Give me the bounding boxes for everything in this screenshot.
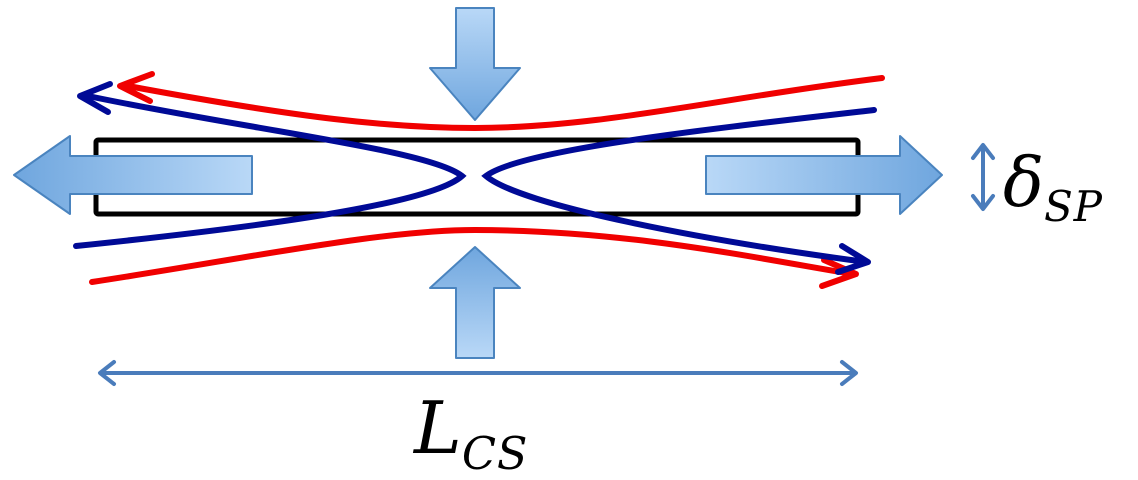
length-subscript: CS (461, 427, 529, 480)
thickness-symbol: δ (1003, 144, 1044, 223)
length-dimension-arrow (98, 360, 858, 386)
field-line-blue-left-arrowhead (77, 81, 113, 115)
length-label: LCS (414, 392, 528, 476)
outflow-arrow-right (705, 135, 943, 215)
field-line-blue-left (73, 93, 467, 249)
field-line-red-bottom (89, 226, 855, 285)
length-symbol: L (414, 386, 462, 470)
field-line-red-bottom-arrowhead (819, 257, 859, 289)
field-line-blue-right (481, 107, 877, 265)
inflow-arrow-top (429, 7, 521, 121)
thickness-label: δSP (1003, 150, 1103, 228)
field-line-red-top (125, 75, 885, 132)
thickness-dimension-arrow (971, 143, 995, 211)
field-line-blue-right-arrowhead (835, 243, 871, 275)
field-line-red-top-arrowhead (117, 71, 155, 104)
outflow-arrow-left (13, 135, 253, 215)
inflow-arrow-bottom (429, 246, 521, 359)
thickness-subscript: SP (1043, 181, 1103, 231)
